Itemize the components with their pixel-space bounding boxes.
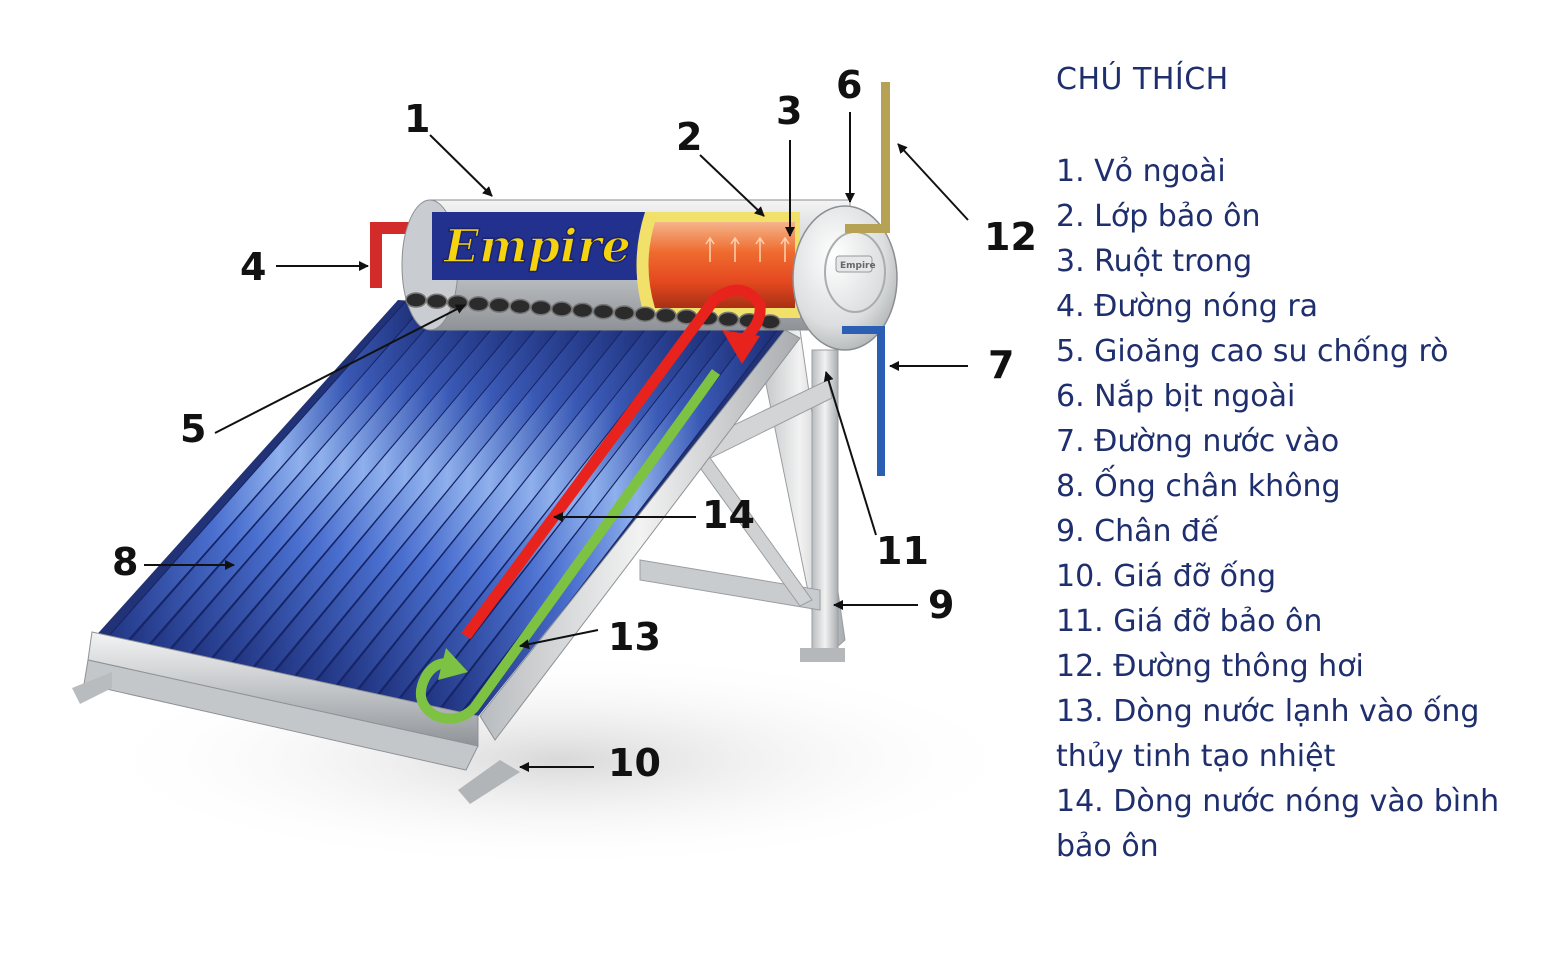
callout-2: 2 bbox=[676, 115, 702, 159]
legend-item: 1. Vỏ ngoài bbox=[1056, 154, 1226, 189]
rubber-gasket bbox=[717, 311, 740, 328]
arrow-2 bbox=[699, 154, 765, 217]
callout-5: 5 bbox=[180, 407, 206, 451]
callout-3: 3 bbox=[776, 89, 802, 133]
cold-water-flow bbox=[415, 369, 721, 724]
legend: CHÚ THÍCH 1. Vỏ ngoài 2. Lớp bảo ôn 3. R… bbox=[1056, 62, 1546, 869]
rubber-gasket bbox=[509, 298, 531, 315]
rubber-gasket bbox=[592, 303, 615, 320]
brand-logo: Empire bbox=[442, 219, 631, 273]
legend-item: 12. Đường thông hơi bbox=[1056, 649, 1364, 684]
arrow-11 bbox=[823, 371, 877, 536]
callout-1: 1 bbox=[404, 97, 430, 141]
rubber-gasket bbox=[446, 294, 469, 311]
arrow-12 bbox=[897, 143, 969, 221]
rubber-gasket bbox=[571, 302, 594, 319]
legend-item: 6. Nắp bịt ngoài bbox=[1056, 379, 1296, 414]
rubber-gasket bbox=[613, 305, 635, 321]
legend-list: 1. Vỏ ngoài 2. Lớp bảo ôn 3. Ruột trong … bbox=[1056, 149, 1546, 869]
legend-item: 8. Ống chân không bbox=[1056, 469, 1341, 504]
rubber-gasket bbox=[405, 292, 427, 308]
callout-9: 9 bbox=[928, 583, 954, 627]
arrow-5 bbox=[214, 304, 466, 434]
hot-water-flow bbox=[461, 284, 766, 640]
callout-10: 10 bbox=[608, 741, 661, 785]
callout-arrows bbox=[144, 112, 969, 772]
legend-item: 11. Giá đỡ bảo ôn bbox=[1056, 604, 1323, 639]
callout-12: 12 bbox=[984, 215, 1037, 259]
callout-8: 8 bbox=[112, 540, 138, 584]
legend-item: 4. Đường nóng ra bbox=[1056, 289, 1319, 324]
rubber-gasket bbox=[551, 301, 573, 317]
legend-item: 13. Dòng nước lạnh vào ống thủy tinh tạo… bbox=[1056, 694, 1480, 774]
inlet-pipe bbox=[842, 326, 885, 476]
rubber-gasket bbox=[634, 306, 656, 322]
vent-pipe bbox=[845, 82, 890, 233]
callout-6: 6 bbox=[836, 63, 862, 107]
callout-14: 14 bbox=[702, 493, 755, 537]
legend-item: 9. Chân đế bbox=[1056, 514, 1219, 549]
legend-item: 7. Đường nước vào bbox=[1056, 424, 1340, 459]
callout-7: 7 bbox=[988, 343, 1014, 387]
legend-item: 14. Dòng nước nóng vào bình bảo ôn bbox=[1056, 784, 1500, 864]
vacuum-tubes bbox=[92, 300, 790, 724]
callout-4: 4 bbox=[240, 245, 266, 289]
legend-item: 3. Ruột trong bbox=[1056, 244, 1253, 279]
legend-item: 2. Lớp bảo ôn bbox=[1056, 199, 1261, 234]
rubber-gasket bbox=[655, 307, 677, 324]
legend-item: 5. Gioăng cao su chống rò bbox=[1056, 334, 1449, 369]
rubber-gasket bbox=[426, 293, 448, 310]
rubber-gasket bbox=[467, 296, 490, 312]
cap-logo: Empire bbox=[840, 261, 876, 271]
arrow-13 bbox=[519, 629, 599, 650]
rubber-gasket bbox=[530, 300, 552, 316]
callout-11: 11 bbox=[876, 529, 929, 573]
callout-numbers: 1 2 3 4 5 6 7 8 9 10 11 12 13 14 bbox=[112, 63, 1037, 785]
arrow-1 bbox=[429, 134, 493, 197]
stand-frame bbox=[639, 329, 846, 662]
rubber-gasket bbox=[488, 297, 511, 313]
end-cap: Empire bbox=[792, 205, 898, 351]
legend-title: CHÚ THÍCH bbox=[1056, 62, 1229, 97]
callout-13: 13 bbox=[608, 615, 661, 659]
heater-illustration: Empire Empire bbox=[72, 63, 1037, 870]
storage-tank: Empire bbox=[370, 199, 851, 331]
legend-item: 10. Giá đỡ ống bbox=[1056, 559, 1277, 594]
